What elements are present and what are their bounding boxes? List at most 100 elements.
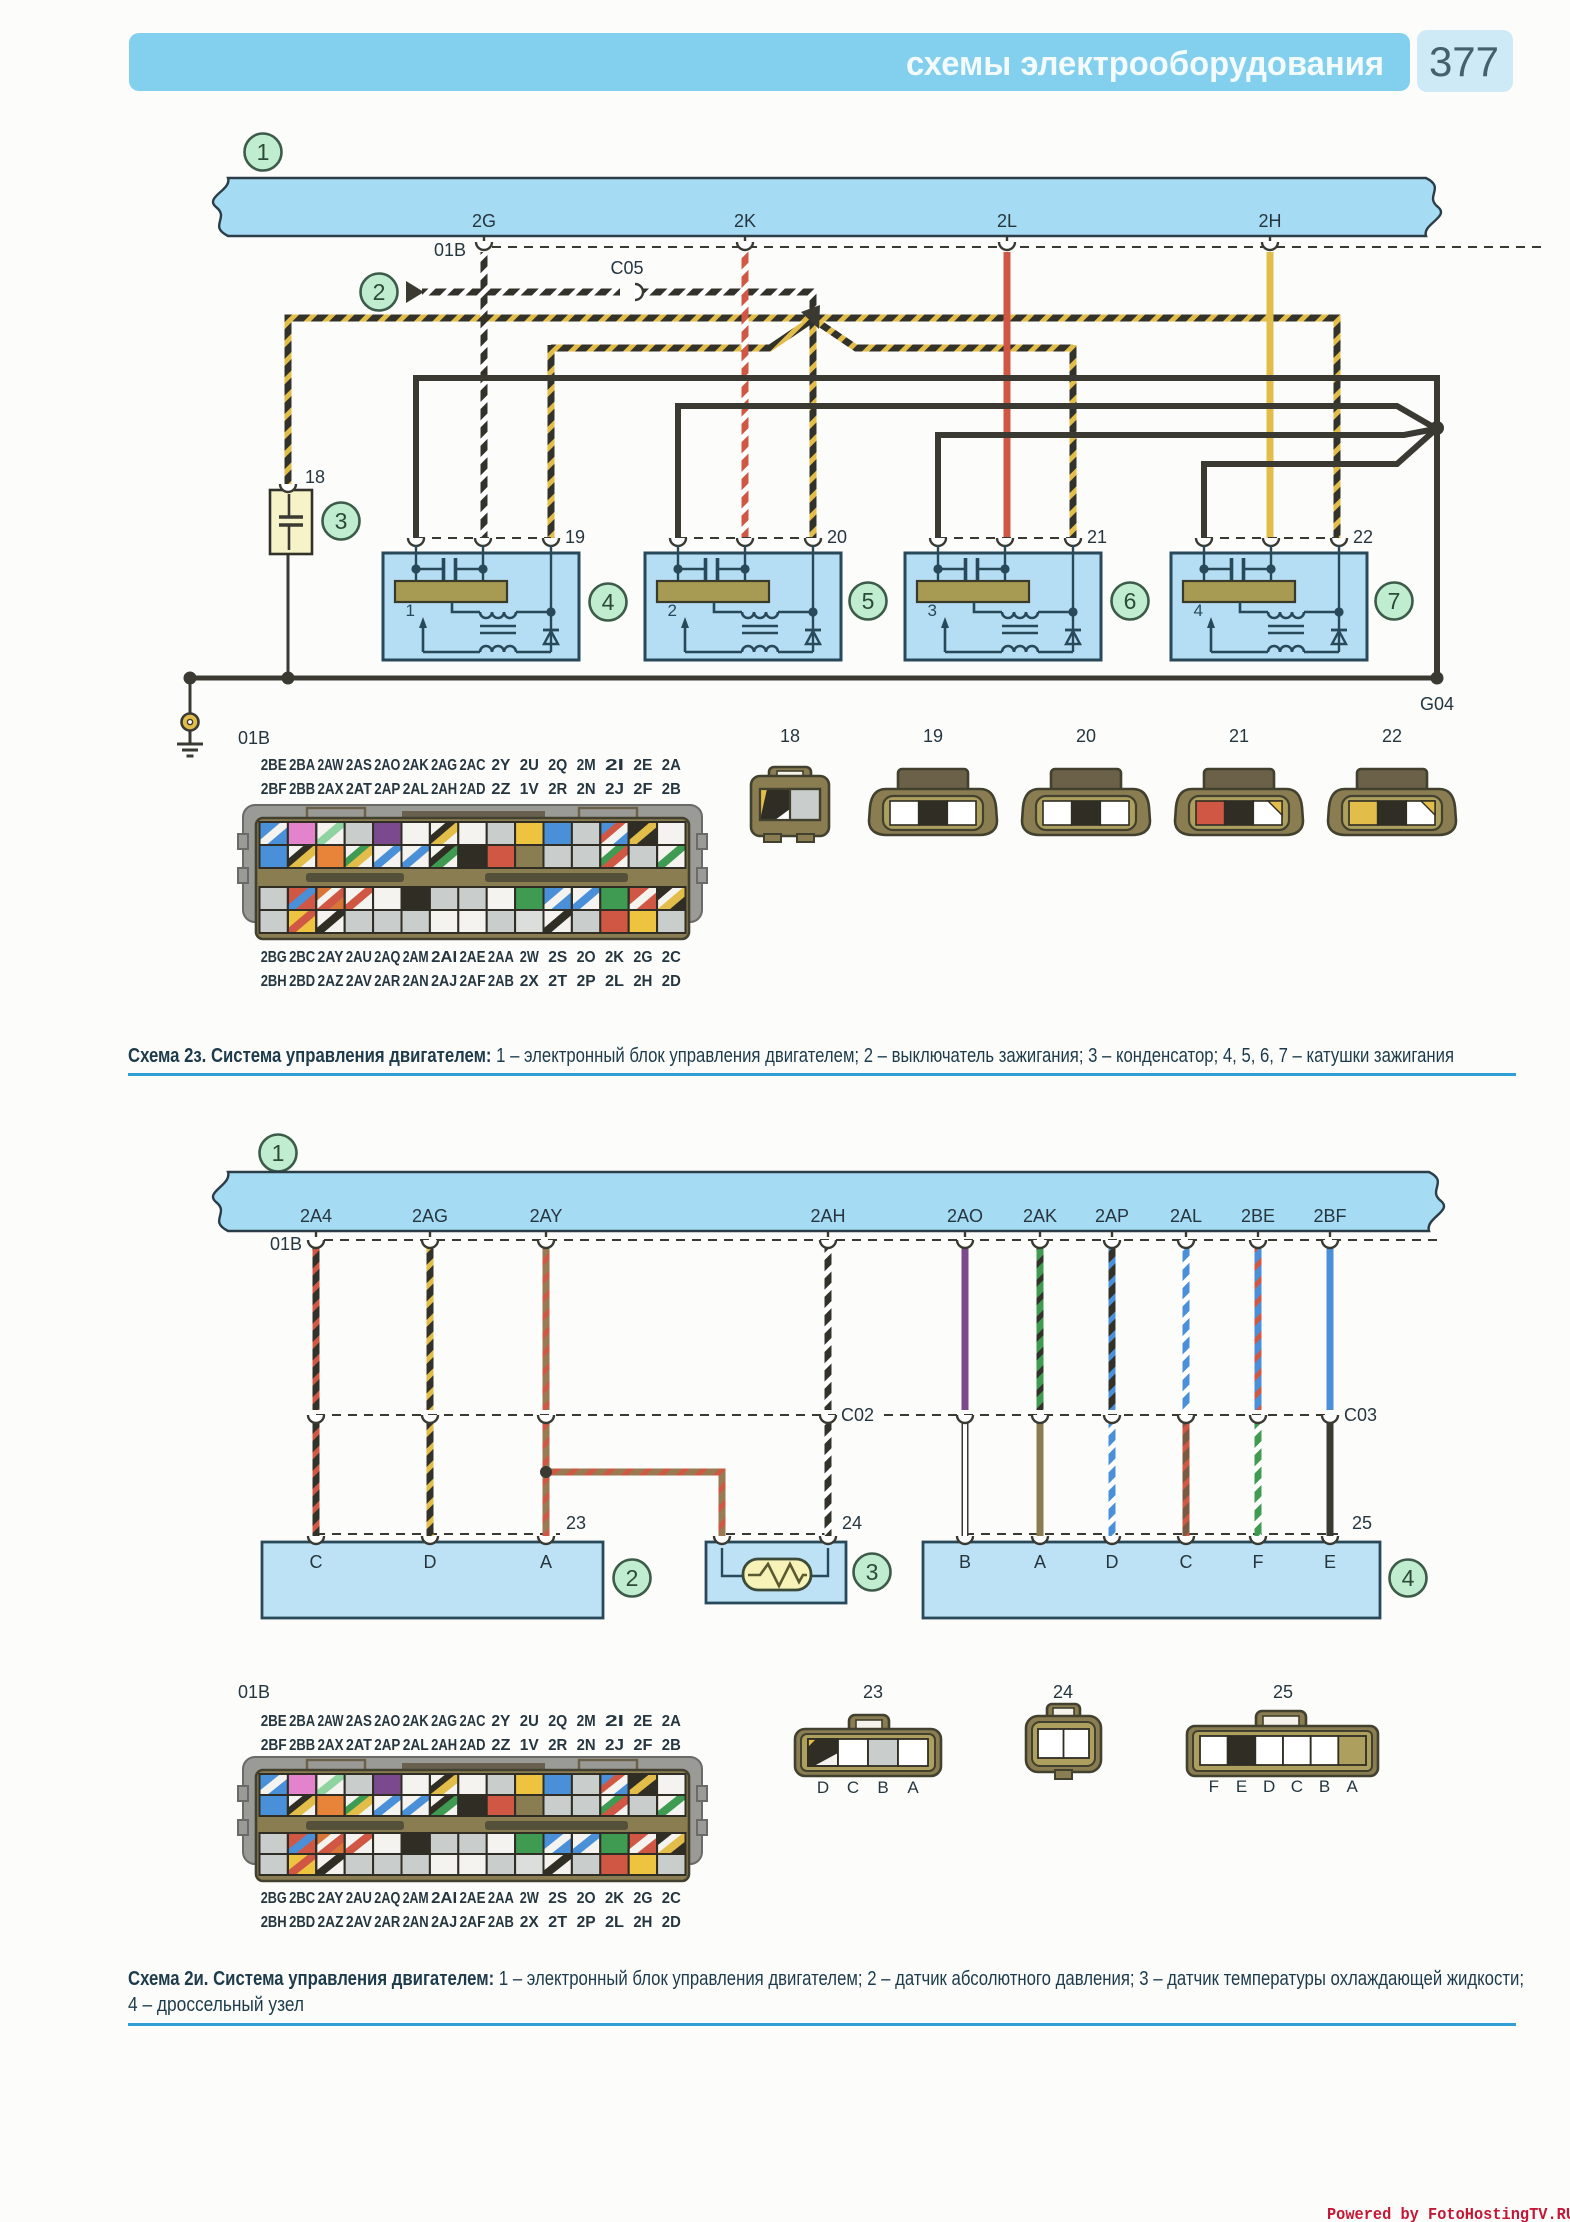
svg-text:схемы электрооборудования: схемы электрооборудования — [906, 45, 1384, 83]
svg-text:2AY: 2AY — [530, 1206, 563, 1226]
svg-text:2S: 2S — [548, 1890, 567, 1907]
svg-text:2D: 2D — [662, 1914, 681, 1931]
svg-text:E: E — [1324, 1552, 1336, 1572]
svg-text:2BA: 2BA — [289, 757, 315, 774]
svg-text:Схема 2и. Система управления д: Схема 2и. Система управления двигателем:… — [128, 1968, 1524, 1990]
svg-text:2A4: 2A4 — [300, 1206, 332, 1226]
svg-text:2: 2 — [668, 601, 677, 620]
svg-text:2AK: 2AK — [403, 757, 429, 774]
svg-text:2AE: 2AE — [460, 949, 486, 966]
svg-text:24: 24 — [1053, 1682, 1073, 1702]
svg-text:2AS: 2AS — [346, 757, 372, 774]
svg-text:2AS: 2AS — [346, 1713, 372, 1730]
svg-text:2K: 2K — [605, 949, 624, 966]
svg-text:F: F — [1209, 1777, 1219, 1796]
svg-text:2Z: 2Z — [491, 781, 510, 798]
svg-text:2M: 2M — [577, 1713, 596, 1730]
svg-text:F: F — [1253, 1552, 1264, 1572]
svg-text:G04: G04 — [1420, 694, 1454, 714]
svg-text:2BE: 2BE — [261, 757, 287, 774]
svg-text:2L: 2L — [997, 211, 1017, 231]
svg-text:2AX: 2AX — [318, 1737, 344, 1754]
svg-text:2AP: 2AP — [1095, 1206, 1129, 1226]
svg-text:2AW: 2AW — [318, 757, 345, 774]
svg-text:2AH: 2AH — [431, 1737, 457, 1754]
svg-text:1: 1 — [257, 139, 270, 165]
svg-text:2G: 2G — [633, 1890, 652, 1907]
svg-text:2P: 2P — [577, 973, 596, 990]
svg-text:2AV: 2AV — [346, 1914, 372, 1931]
svg-text:2A: 2A — [662, 1713, 681, 1730]
svg-text:2AC: 2AC — [460, 1713, 486, 1730]
svg-text:B: B — [1319, 1777, 1330, 1796]
svg-text:2T: 2T — [548, 1914, 567, 1931]
svg-text:22: 22 — [1353, 527, 1373, 547]
svg-text:2BF: 2BF — [261, 781, 287, 798]
svg-text:2AW: 2AW — [318, 1713, 345, 1730]
svg-text:2L: 2L — [605, 1914, 624, 1931]
svg-text:2AG: 2AG — [412, 1206, 448, 1226]
svg-text:2AI: 2AI — [431, 1890, 457, 1907]
svg-text:2O: 2O — [577, 949, 596, 966]
svg-text:4: 4 — [1194, 601, 1203, 620]
svg-text:2S: 2S — [548, 949, 567, 966]
svg-text:2G: 2G — [633, 949, 652, 966]
svg-text:2AU: 2AU — [346, 1890, 372, 1907]
svg-text:2L: 2L — [605, 973, 624, 990]
svg-text:2AJ: 2AJ — [431, 1914, 457, 1931]
svg-text:D: D — [1106, 1552, 1119, 1572]
svg-text:4 – дроссельный узел: 4 – дроссельный узел — [128, 1994, 304, 2016]
svg-text:18: 18 — [780, 726, 800, 746]
svg-text:2H: 2H — [633, 973, 652, 990]
svg-text:23: 23 — [863, 1682, 883, 1702]
svg-text:377: 377 — [1429, 38, 1499, 85]
svg-text:2K: 2K — [605, 1890, 624, 1907]
svg-text:23: 23 — [566, 1513, 586, 1533]
svg-text:D: D — [817, 1778, 829, 1797]
svg-text:2J: 2J — [605, 781, 624, 798]
svg-text:2AD: 2AD — [460, 1737, 486, 1754]
svg-text:2O: 2O — [577, 1890, 596, 1907]
svg-text:2P: 2P — [577, 1914, 596, 1931]
svg-text:2: 2 — [626, 1565, 639, 1591]
svg-text:24: 24 — [842, 1513, 862, 1533]
svg-text:2AN: 2AN — [403, 1914, 429, 1931]
svg-text:2BB: 2BB — [289, 1737, 315, 1754]
svg-text:01B: 01B — [270, 1234, 302, 1254]
svg-text:2BF: 2BF — [261, 1737, 287, 1754]
svg-text:A: A — [907, 1778, 919, 1797]
svg-text:2W: 2W — [520, 1890, 540, 1907]
svg-text:2AO: 2AO — [374, 757, 400, 774]
svg-text:2F: 2F — [633, 781, 652, 798]
svg-text:A: A — [1346, 1777, 1358, 1796]
svg-text:2I: 2I — [605, 1713, 624, 1730]
svg-text:C05: C05 — [610, 258, 643, 278]
svg-text:1: 1 — [272, 1140, 285, 1166]
svg-text:21: 21 — [1229, 726, 1249, 746]
svg-text:B: B — [877, 1778, 888, 1797]
svg-text:2AU: 2AU — [346, 949, 372, 966]
svg-text:C: C — [1180, 1552, 1193, 1572]
svg-text:2AH: 2AH — [431, 781, 457, 798]
svg-text:2AM: 2AM — [403, 949, 429, 966]
svg-text:2AB: 2AB — [488, 973, 514, 990]
svg-text:5: 5 — [862, 588, 875, 614]
svg-text:2AM: 2AM — [403, 1890, 429, 1907]
svg-text:2M: 2M — [577, 757, 596, 774]
svg-text:2W: 2W — [520, 949, 540, 966]
svg-text:C03: C03 — [1344, 1405, 1377, 1425]
svg-text:D: D — [1263, 1777, 1275, 1796]
svg-text:2AL: 2AL — [403, 781, 429, 798]
svg-text:A: A — [1034, 1552, 1046, 1572]
svg-text:2AY: 2AY — [318, 1890, 344, 1907]
svg-text:2Z: 2Z — [491, 1737, 510, 1754]
svg-text:2BE: 2BE — [1241, 1206, 1275, 1226]
svg-text:2F: 2F — [633, 1737, 652, 1754]
svg-text:01B: 01B — [238, 1682, 270, 1702]
svg-text:2C: 2C — [662, 949, 681, 966]
svg-text:2B: 2B — [662, 781, 681, 798]
svg-text:2B: 2B — [662, 1737, 681, 1754]
svg-text:2AQ: 2AQ — [374, 949, 400, 966]
svg-text:25: 25 — [1352, 1513, 1372, 1533]
svg-text:A: A — [540, 1552, 552, 1572]
